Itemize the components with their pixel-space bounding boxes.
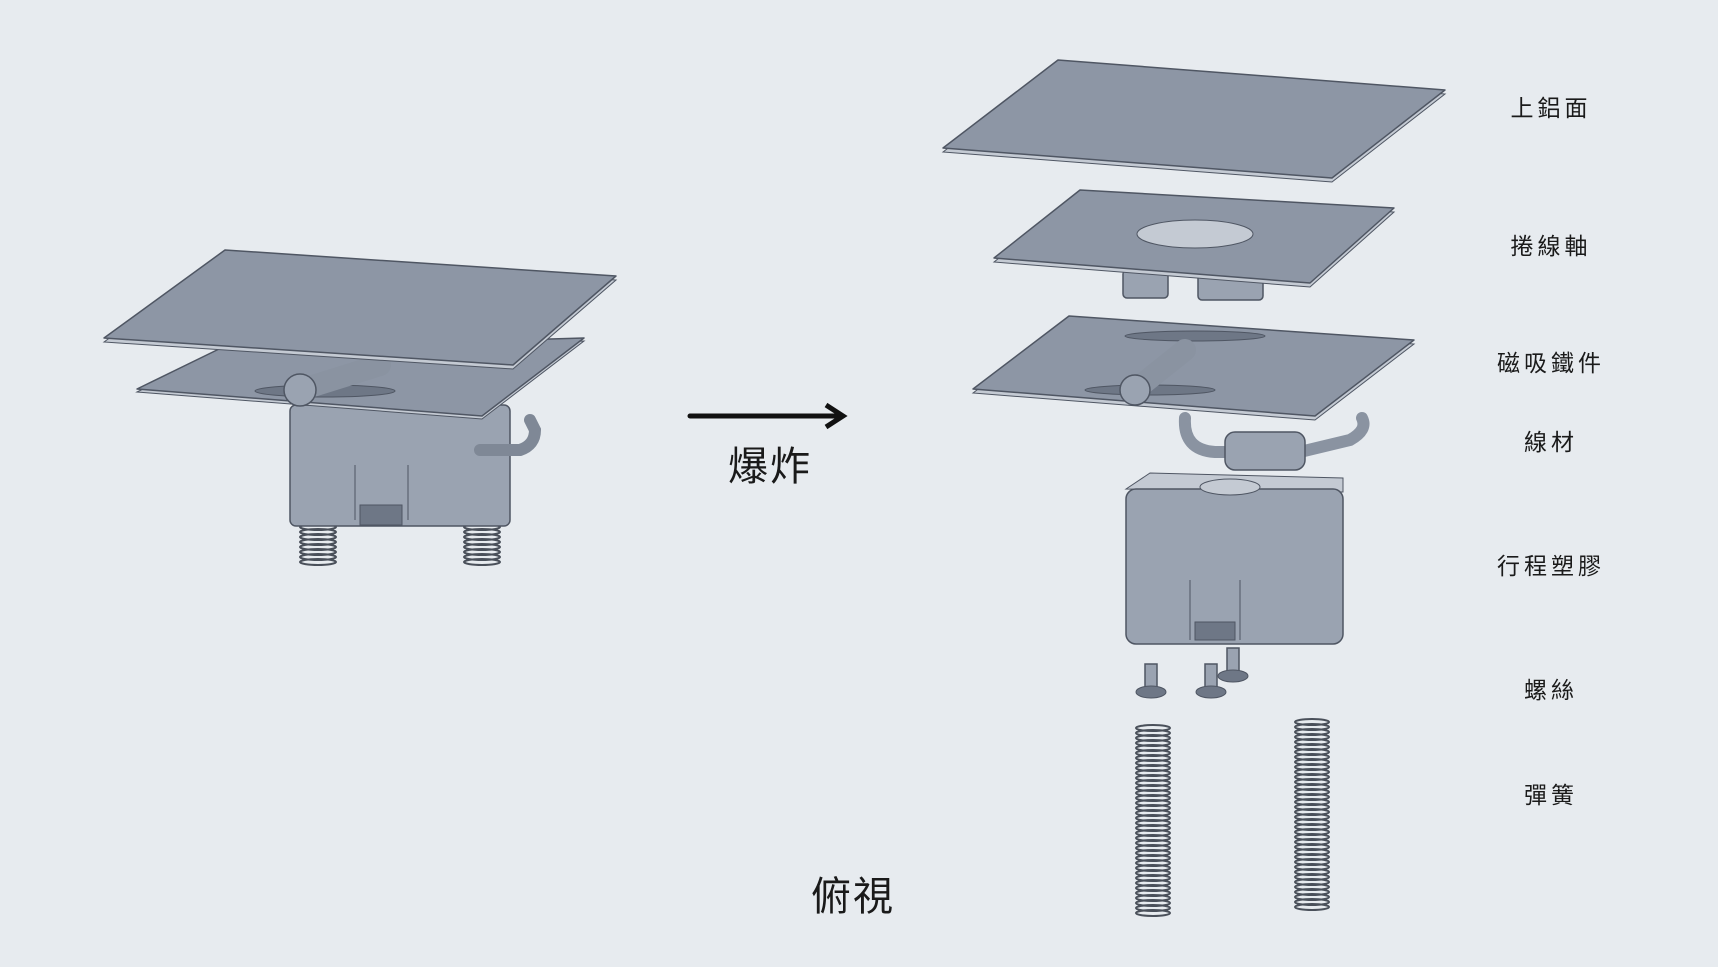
spring-coil bbox=[1294, 903, 1330, 911]
shaft-end bbox=[1119, 374, 1151, 406]
spring-coil bbox=[1135, 909, 1171, 917]
box-hole bbox=[1199, 478, 1261, 496]
screw-head bbox=[1135, 685, 1167, 699]
part-label-travel-plastic: 行程塑膠 bbox=[1497, 554, 1605, 580]
cable-connector bbox=[1224, 431, 1306, 471]
part-label-magnet-iron: 磁吸鐵件 bbox=[1497, 351, 1605, 377]
part-label-springs: 彈簧 bbox=[1524, 783, 1578, 809]
part-label-screws: 螺絲 bbox=[1524, 678, 1578, 704]
part-top-aluminum bbox=[942, 59, 1446, 179]
part-screws bbox=[1135, 647, 1249, 699]
screw-head bbox=[1195, 685, 1227, 699]
part-magnet-iron bbox=[972, 315, 1415, 417]
exploded-model bbox=[941, 59, 1447, 917]
screw-head bbox=[1217, 669, 1249, 683]
box-tab bbox=[1194, 621, 1236, 641]
explode-label: 爆炸 bbox=[728, 444, 812, 490]
spool-hole bbox=[1136, 219, 1254, 249]
spring-coil bbox=[299, 558, 337, 566]
view-label: 俯視 bbox=[811, 874, 895, 920]
part-travel-plastic bbox=[1125, 488, 1344, 645]
assembled-tab bbox=[359, 504, 403, 526]
assembled-top-plate bbox=[103, 249, 617, 366]
part-springs bbox=[1135, 718, 1330, 917]
spool-end bbox=[283, 373, 317, 407]
part-label-cable: 線材 bbox=[1524, 430, 1578, 456]
assembled-model bbox=[102, 249, 618, 566]
plate-slot bbox=[1124, 330, 1266, 342]
assembled-cable bbox=[474, 414, 542, 456]
part-label-top-aluminum: 上鋁面 bbox=[1510, 96, 1592, 122]
part-label-cable-spool: 捲線軸 bbox=[1510, 234, 1592, 260]
explode-arrow bbox=[687, 402, 848, 430]
spring-coil bbox=[463, 558, 501, 566]
